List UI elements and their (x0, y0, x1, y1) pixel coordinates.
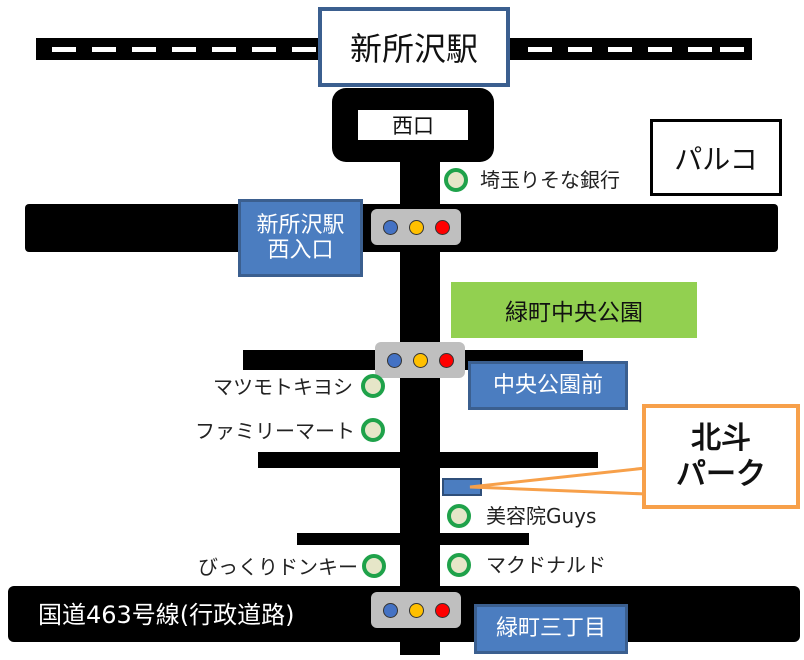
traffic-light-1 (371, 209, 461, 245)
poi-family-mart: ファミリーマート (195, 419, 355, 443)
poi-marker-icon (361, 418, 385, 442)
traffic-light-red-icon (434, 602, 450, 618)
poi-marker-icon (362, 554, 386, 578)
poi-mcdonalds: マクドナルド (486, 553, 606, 577)
park-area: 緑町中央公園 (451, 282, 697, 338)
poi-saitama-resona-bank: 埼玉りそな銀行 (480, 168, 620, 192)
traffic-light-red-icon (438, 352, 454, 368)
poi-marker-icon (447, 504, 471, 528)
parco-label: パルコ (674, 142, 758, 176)
poi-bikkuri-donkey: びっくりドンキー (198, 555, 358, 579)
parco-box: パルコ (650, 119, 782, 196)
bus-stop-label: 緑町三丁目 (495, 616, 606, 642)
bus-stop-shintokorozawa-west-entrance: 新所沢駅 西入口 (238, 199, 363, 277)
traffic-light-2 (375, 342, 465, 378)
callout-pointer-shape (469, 466, 648, 496)
bus-stop-label-line1: 新所沢駅 (256, 212, 345, 238)
traffic-light-red-icon (434, 219, 450, 235)
west-exit-label: 西口 (392, 114, 434, 138)
bus-stop-chuo-koen-mae: 中央公園前 (468, 361, 628, 410)
callout-line1: 北斗 (691, 420, 751, 456)
park-label: 緑町中央公園 (505, 300, 643, 326)
traffic-light-blue-icon (382, 602, 398, 618)
road-small (297, 533, 529, 545)
bus-stop-midoricho-3-chome: 緑町三丁目 (474, 604, 628, 654)
poi-marker-icon (447, 553, 471, 577)
traffic-light-blue-icon (386, 352, 402, 368)
callout-line2: パーク (676, 456, 766, 492)
route-463-label: 国道463号線(行政道路) (38, 601, 295, 629)
station-box: 新所沢駅 (318, 7, 510, 87)
bus-stop-label: 中央公園前 (492, 372, 603, 398)
traffic-light-yellow-icon (408, 602, 424, 618)
hokuto-park-callout: 北斗 パーク (642, 404, 800, 509)
bus-stop-label-line2: 西入口 (267, 238, 334, 263)
poi-guys-salon: 美容院Guys (486, 504, 597, 528)
traffic-light-3 (371, 592, 461, 628)
traffic-light-yellow-icon (412, 352, 428, 368)
traffic-light-blue-icon (382, 219, 398, 235)
road-mid (258, 452, 598, 468)
poi-matsumoto-kiyoshi: マツモトキヨシ (213, 375, 353, 399)
poi-marker-icon (444, 168, 468, 192)
traffic-light-yellow-icon (408, 219, 424, 235)
station-name: 新所沢駅 (349, 30, 478, 68)
poi-marker-icon (361, 374, 385, 398)
west-exit-label-box: 西口 (358, 110, 468, 140)
